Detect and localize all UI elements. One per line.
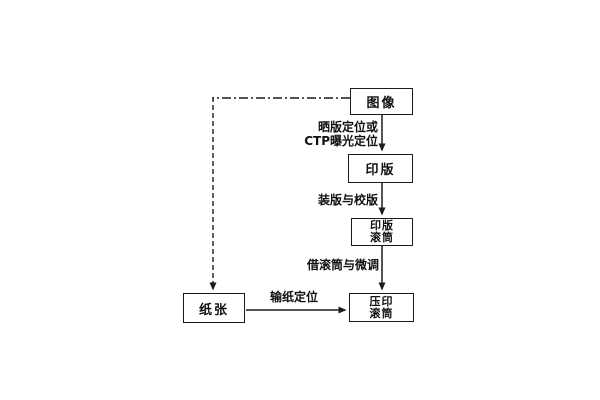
node-plate-cylinder-label-line2: 滚筒 bbox=[370, 231, 394, 244]
edge-label-plate-exposure-line1: 晒版定位或 bbox=[317, 120, 378, 134]
edge-label-plate-mounting-text: 装版与校版 bbox=[317, 193, 378, 207]
edge-label-cylinder-adjustment-text: 借滚筒与微调 bbox=[306, 258, 379, 272]
edge-label-paper-feed-text: 输纸定位 bbox=[269, 290, 318, 304]
node-image: 图像 bbox=[350, 88, 413, 115]
edge-label-plate-exposure-positioning: 晒版定位或 CTP曝光定位 bbox=[304, 120, 378, 148]
node-plate-cylinder: 印版 滚筒 bbox=[351, 218, 413, 246]
node-image-label: 图像 bbox=[366, 96, 397, 111]
edge-label-paper-feed-positioning: 输纸定位 bbox=[262, 290, 326, 304]
node-impression-cylinder: 压印 滚筒 bbox=[349, 293, 414, 322]
node-plate-cylinder-label-line1: 印版 bbox=[370, 219, 394, 232]
node-plate-label: 印版 bbox=[365, 163, 396, 178]
node-paper-label: 纸张 bbox=[198, 302, 229, 318]
node-impression-cylinder-label-line2: 滚筒 bbox=[369, 306, 394, 320]
node-impression-cylinder-label-line1: 压印 bbox=[369, 294, 394, 308]
edge-label-plate-mounting: 装版与校版 bbox=[318, 193, 378, 207]
edge-label-cylinder-adjustment: 借滚筒与微调 bbox=[307, 258, 379, 272]
edge-label-plate-exposure-line2: CTP曝光定位 bbox=[304, 134, 378, 148]
node-paper: 纸张 bbox=[183, 293, 245, 323]
node-plate: 印版 bbox=[348, 154, 413, 183]
